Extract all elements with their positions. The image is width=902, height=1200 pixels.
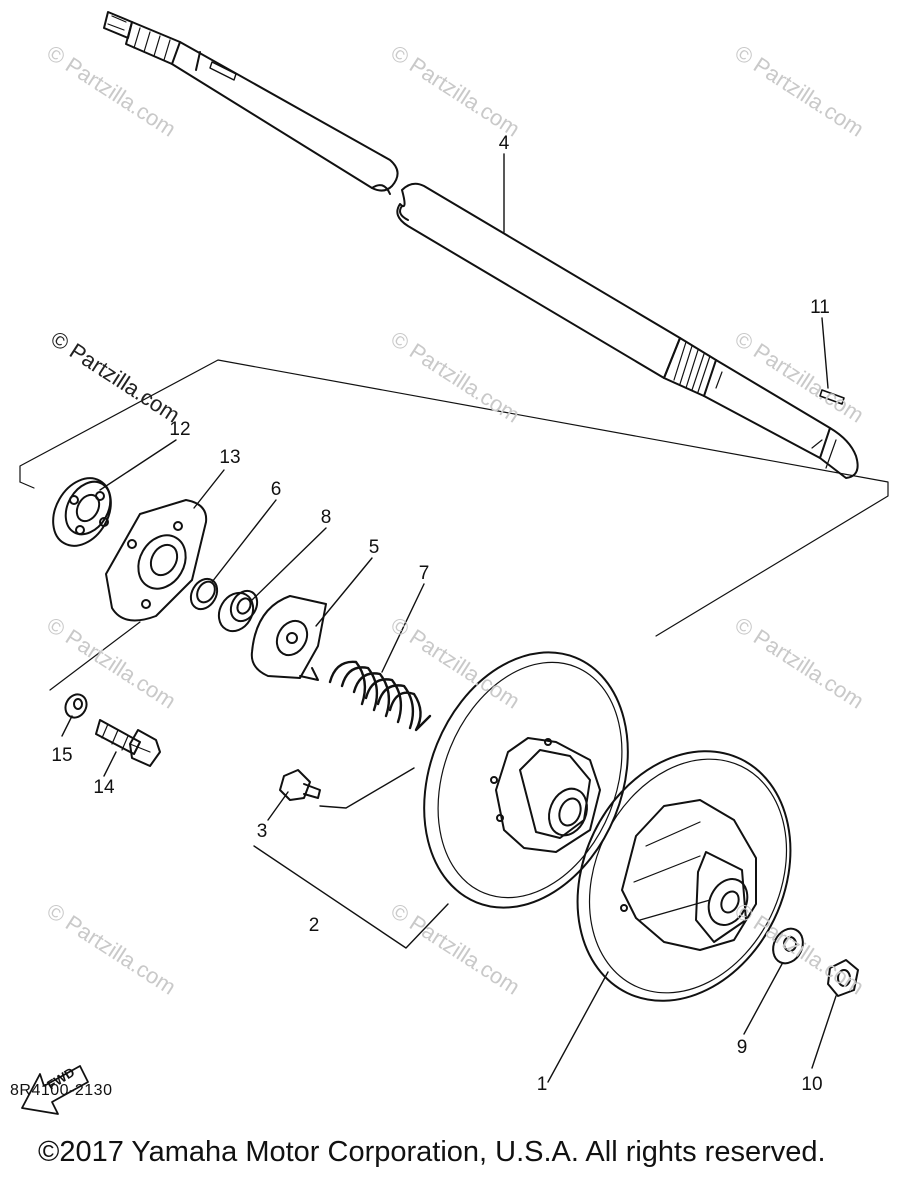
document-code: 8R4100-2130 (10, 1082, 113, 1099)
washer-15 (64, 693, 88, 719)
slider-pin (279, 769, 321, 801)
callout-4: 4 (498, 133, 510, 154)
callout-2: 2 (308, 915, 320, 936)
shaft-lower (396, 182, 859, 479)
nut-10 (827, 959, 859, 997)
callout-12: 12 (169, 419, 191, 440)
callout-15: 15 (51, 745, 73, 766)
cam (250, 595, 327, 681)
bolt-14 (95, 719, 161, 767)
spring (328, 660, 432, 732)
movable-sheave (576, 750, 792, 1002)
callout-6: 6 (270, 479, 282, 500)
callout-9: 9 (736, 1037, 748, 1058)
callout-10: 10 (801, 1074, 823, 1095)
callout-5: 5 (368, 537, 380, 558)
callout-1: 1 (536, 1074, 548, 1095)
shaft-upper (103, 11, 399, 195)
flange-plate (105, 499, 208, 622)
fixed-sheave (423, 651, 629, 909)
group-bracket (19, 359, 889, 691)
callout-3: 3 (256, 821, 268, 842)
fwd-arrow-icon (21, 1065, 89, 1115)
washer-9 (772, 927, 804, 965)
callout-13: 13 (219, 447, 241, 468)
callout-8: 8 (320, 507, 332, 528)
callout-11: 11 (810, 297, 830, 318)
leader-lines (61, 153, 837, 1083)
collar (217, 589, 259, 633)
callout-14: 14 (93, 777, 115, 798)
copyright-notice: ©2017 Yamaha Motor Corporation, U.S.A. A… (38, 1136, 826, 1168)
callout-7: 7 (418, 563, 430, 584)
bearing (52, 477, 112, 547)
